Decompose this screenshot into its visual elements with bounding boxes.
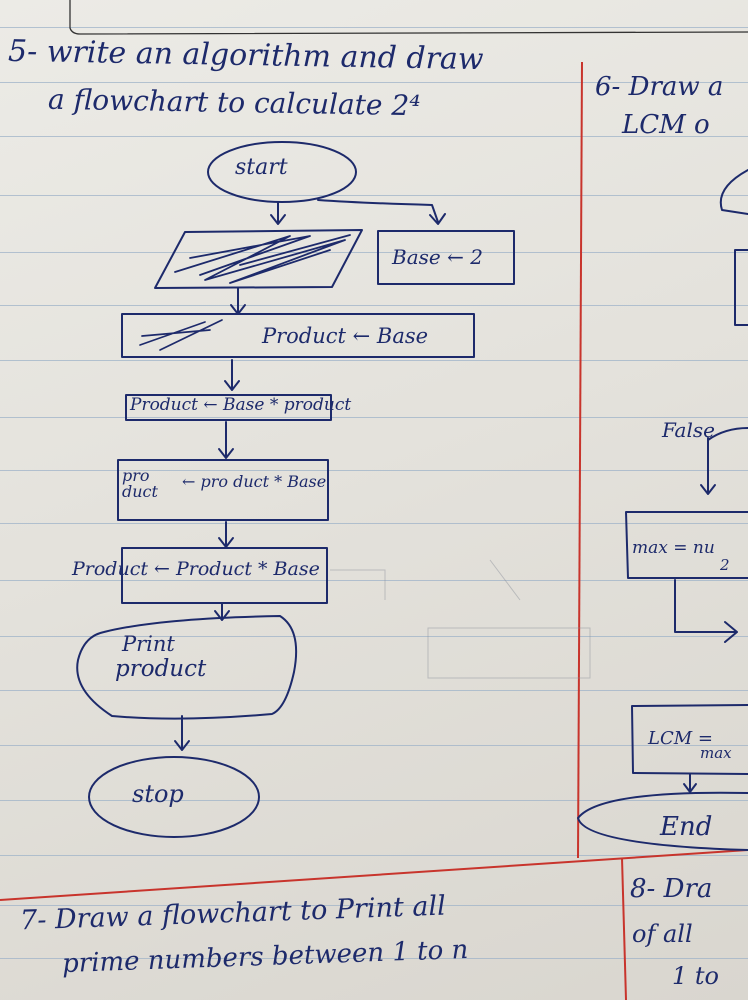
rule-line: [0, 195, 748, 196]
step1-box: [125, 394, 332, 421]
rule-line: [0, 360, 748, 361]
crossed-out-text: [139, 319, 223, 351]
arrow-to-init-product: [230, 287, 246, 315]
input-parallelogram: [154, 229, 363, 289]
margin-line-vertical-lower: [621, 857, 627, 1000]
init-product-box: [121, 313, 475, 358]
arrow-to-end: [683, 773, 697, 793]
end-terminal: [577, 791, 748, 851]
terminal-fragment: [719, 169, 748, 215]
max-box-sub-label: 2: [720, 556, 730, 574]
base-assign-label: Base ← 2: [392, 245, 483, 269]
ghost-mark: [330, 559, 521, 601]
scribble-out: [174, 234, 351, 284]
rule-line: [0, 82, 748, 83]
rule-line: [0, 636, 748, 637]
arrow-start-down: [270, 201, 286, 225]
step2-right-label: ← pro duct * Base: [182, 472, 327, 491]
rule-line: [0, 745, 748, 746]
false-label: False: [662, 418, 715, 442]
arrow-to-step3: [218, 521, 234, 548]
arrow-start-right: [317, 199, 446, 225]
lcm-box-label-line2: max: [700, 744, 732, 762]
margin-line-horizontal: [0, 849, 748, 901]
rule-line: [0, 523, 748, 524]
stop-label: stop: [132, 780, 184, 808]
print-output-shape: [76, 615, 298, 720]
step1-label: Product ← Base * product: [130, 395, 352, 415]
problem8-line2: of all: [632, 920, 693, 948]
problem6-heading-line2: LCM o: [622, 110, 710, 140]
start-label: start: [235, 155, 288, 180]
arrow-to-step2: [218, 421, 234, 459]
step2-box: [117, 459, 329, 521]
rule-line: [0, 800, 748, 801]
loop-arrow: [674, 579, 738, 643]
max-box: [625, 511, 748, 579]
rule-line: [0, 470, 748, 471]
rule-line: [0, 905, 748, 906]
problem8-line3: 1 to: [672, 962, 719, 990]
problem5-heading-line2: a flowchart to calculate 2⁴: [47, 82, 421, 123]
false-arrow: [700, 437, 716, 495]
start-terminal: [207, 141, 357, 203]
rule-line: [0, 252, 748, 253]
stop-terminal: [88, 756, 260, 838]
step3-label: Product ← Product * Base: [72, 558, 320, 580]
arrow-to-stop: [174, 715, 190, 751]
rule-line: [0, 417, 748, 418]
rule-line: [0, 855, 748, 856]
arrow-to-print: [214, 603, 230, 621]
rule-line: [0, 136, 748, 137]
init-product-label: Product ← Base: [262, 324, 429, 348]
print-label-line2: product: [115, 656, 207, 682]
margin-line-vertical: [577, 61, 583, 859]
rule-line: [0, 958, 748, 959]
step2-left-label: pro duct: [122, 466, 158, 501]
lcm-box-label-line1: LCM =: [648, 728, 713, 749]
problem6-heading-line1: 6- Draw a: [595, 72, 724, 102]
rule-line: [0, 27, 748, 28]
print-label-line1: Print: [122, 632, 175, 656]
end-label: End: [660, 812, 713, 842]
box-fragment: [734, 249, 748, 326]
ghost-mark: [427, 627, 591, 679]
rule-line: [0, 580, 748, 581]
arrow-to-step1: [224, 359, 240, 391]
base-assign-box: [377, 230, 515, 285]
rule-line: [0, 305, 748, 306]
rule-line: [0, 690, 748, 691]
problem8-line1: 8- Dra: [630, 874, 713, 904]
max-box-label: max = nu: [632, 538, 715, 558]
step3-box: [121, 547, 328, 604]
false-branch-line: [707, 427, 748, 441]
top-box-outline: [69, 0, 748, 35]
